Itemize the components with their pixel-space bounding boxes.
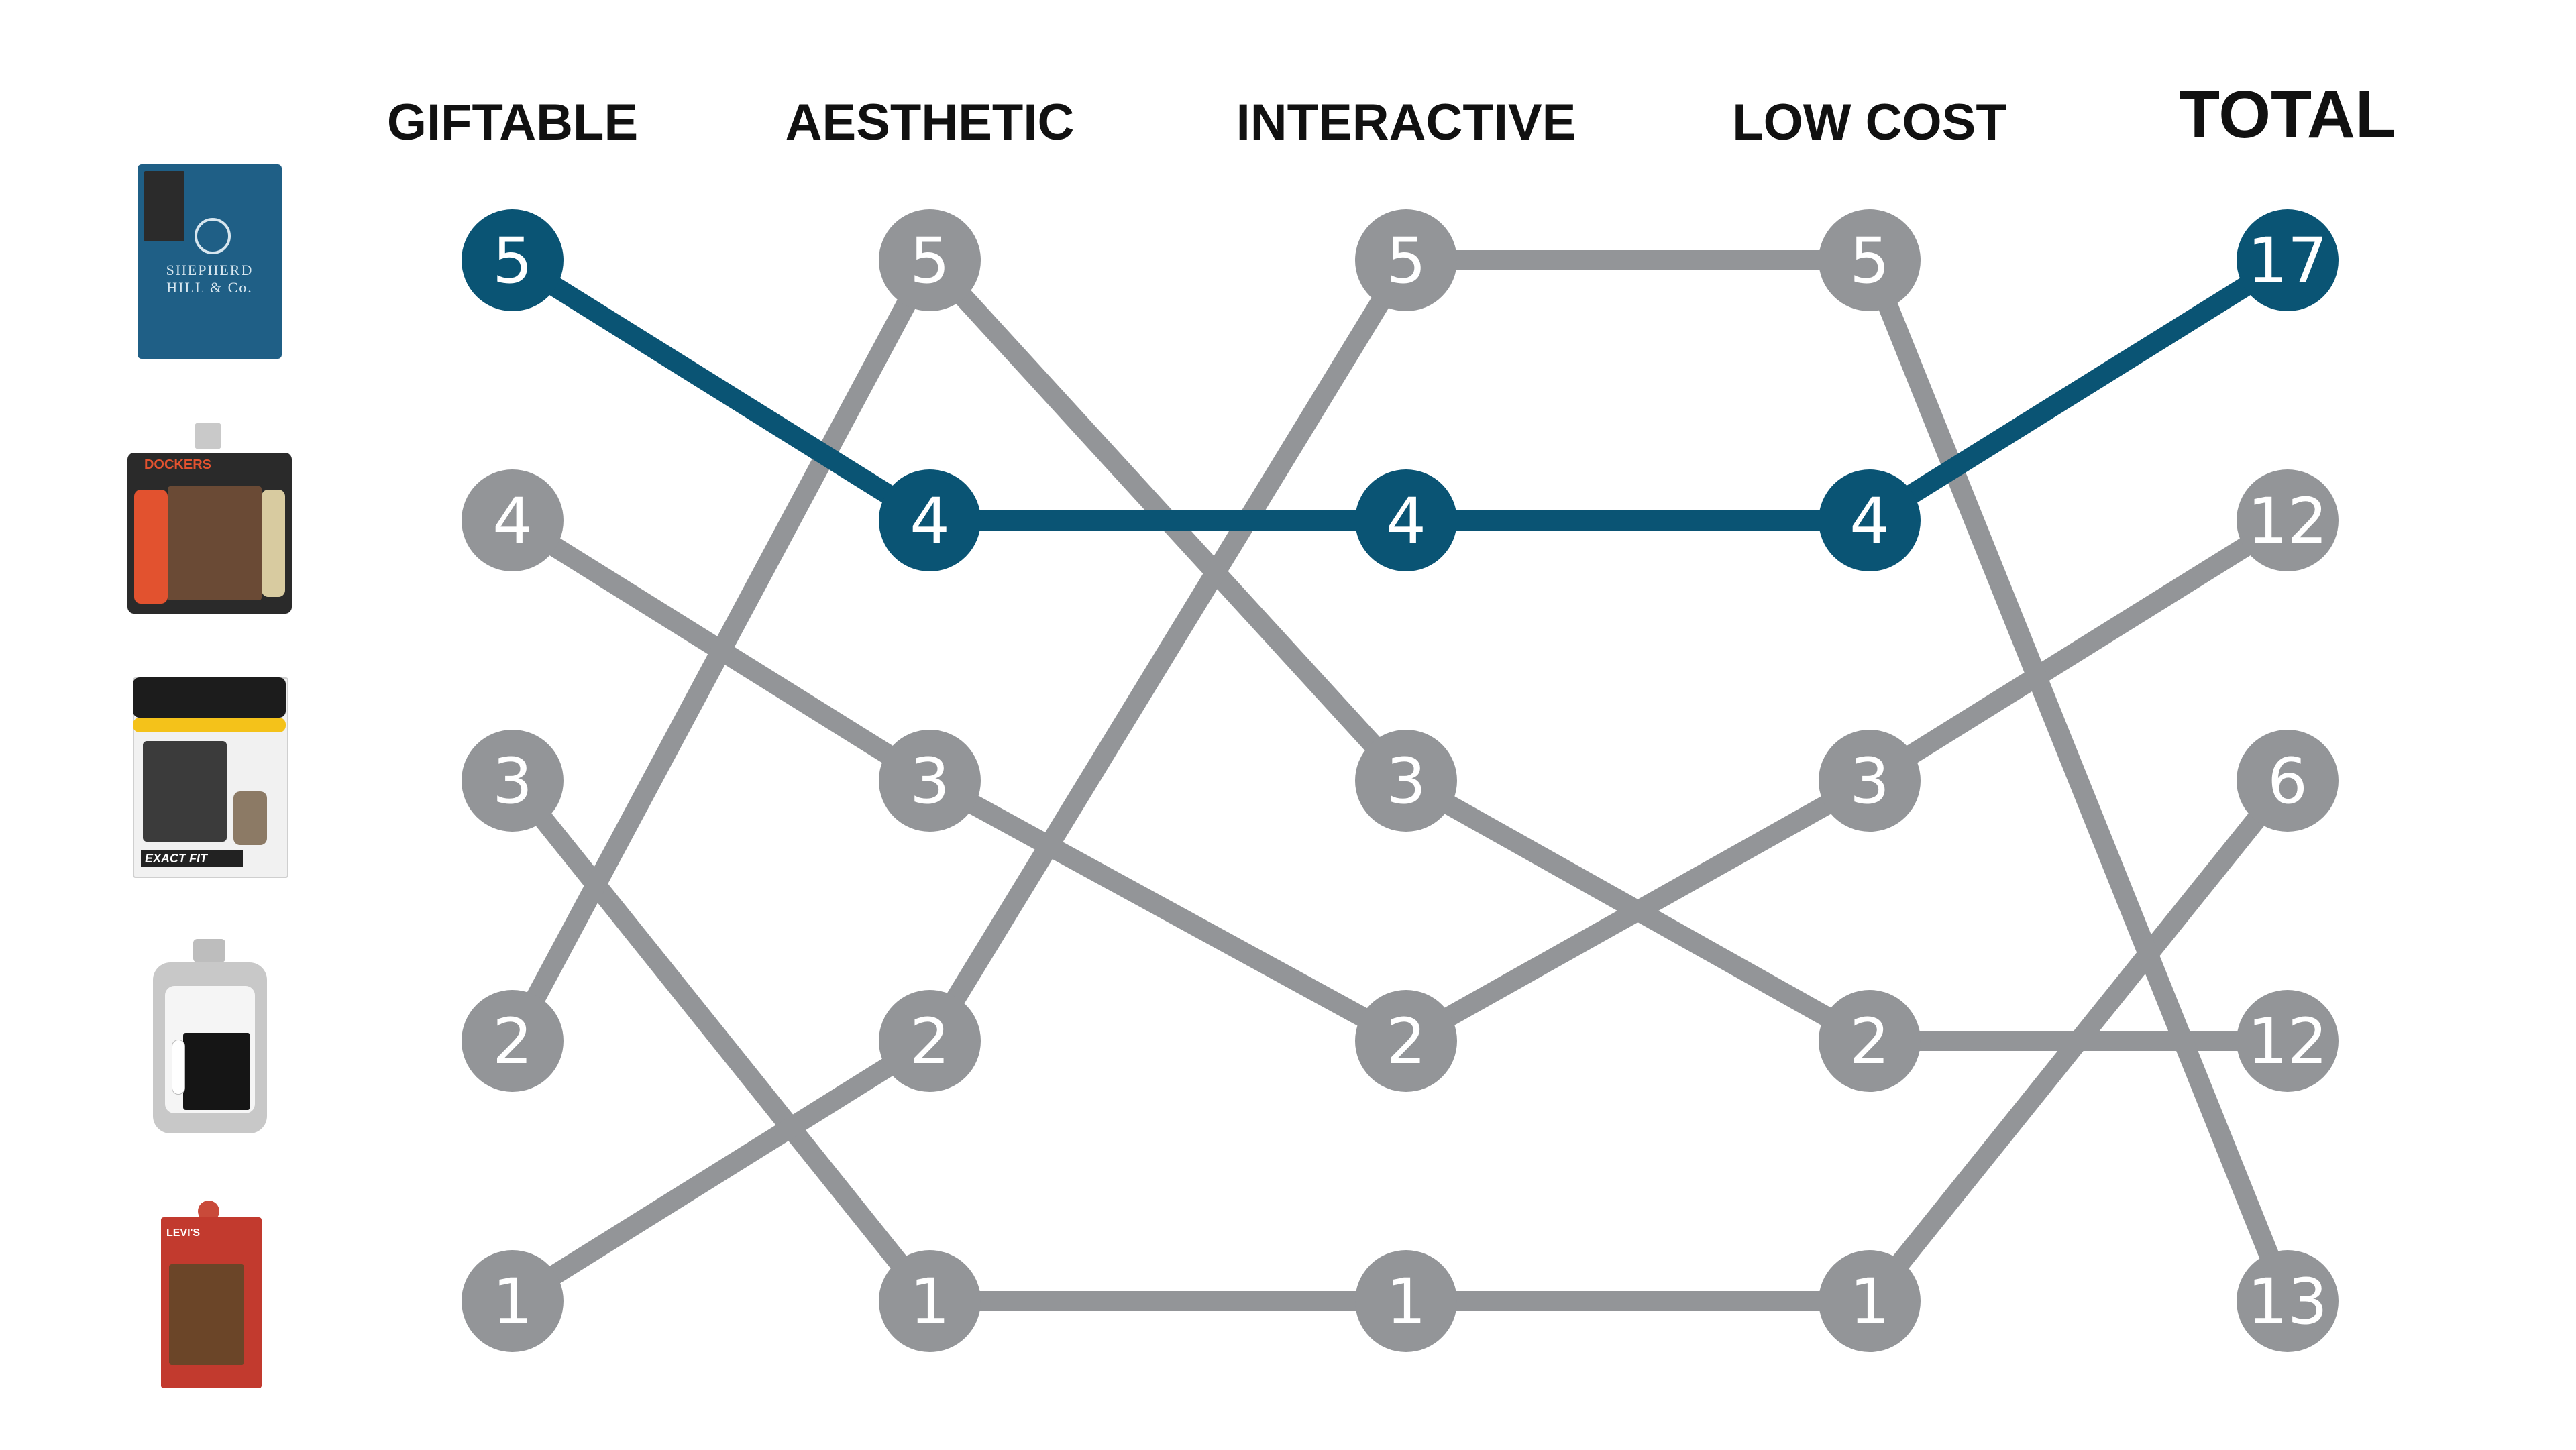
- product-brand-exact-fit: EXACT FIT: [141, 850, 243, 867]
- total-label: 12: [2247, 485, 2328, 558]
- score-label: 5: [1386, 225, 1426, 298]
- score-label: 3: [492, 745, 533, 818]
- score-node-aesthetic-1: [879, 1250, 981, 1352]
- score-node-aesthetic-5: [879, 209, 981, 311]
- score-node-giftable-5: [462, 209, 564, 311]
- score-label: 1: [1386, 1266, 1426, 1339]
- score-node-low-cost-4: [1819, 469, 1921, 571]
- product-image-dockers: DOCKERS: [127, 423, 292, 617]
- total-node-dockers-wallet: [2237, 469, 2339, 571]
- score-label: 2: [1849, 1005, 1890, 1078]
- score-label: 4: [910, 485, 950, 558]
- column-header-aesthetic: AESTHETIC: [786, 94, 1075, 151]
- column-header-total: TOTAL: [2179, 77, 2396, 152]
- score-node-low-cost-3: [1819, 730, 1921, 832]
- score-label: 2: [910, 1005, 950, 1078]
- score-node-interactive-2: [1355, 990, 1457, 1092]
- score-node-aesthetic-2: [879, 990, 981, 1092]
- score-node-low-cost-1: [1819, 1250, 1921, 1352]
- product-image-levis: LEVI'S: [161, 1201, 262, 1392]
- score-node-low-cost-5: [1819, 209, 1921, 311]
- product-brand-levis: LEVI'S: [166, 1227, 201, 1239]
- column-header-giftable: GIFTABLE: [387, 94, 638, 151]
- score-label: 3: [1849, 745, 1890, 818]
- product-brand-shepherd: SHEPHERD HILL & Co.: [166, 262, 254, 296]
- score-label: 4: [492, 485, 533, 558]
- score-label: 4: [1849, 485, 1890, 558]
- total-node-levis-wallet: [2237, 1250, 2339, 1352]
- score-node-interactive-4: [1355, 469, 1457, 571]
- total-node-shepherd-hill-wallet: [2237, 209, 2339, 311]
- hanger-hook-icon: [195, 423, 221, 449]
- total-label: 17: [2247, 225, 2328, 298]
- score-label: 2: [1386, 1005, 1426, 1078]
- score-node-aesthetic-3: [879, 730, 981, 832]
- score-node-giftable-3: [462, 730, 564, 832]
- total-label: 12: [2247, 1005, 2328, 1078]
- product-image-exact-fit: EXACT FIT: [133, 677, 288, 878]
- shepherd-logo-icon: [195, 218, 231, 254]
- score-label: 3: [910, 745, 950, 818]
- hanger-hook-icon: [193, 939, 225, 962]
- product-brand-dockers: DOCKERS: [144, 457, 211, 472]
- score-label: 1: [1849, 1266, 1890, 1339]
- score-label: 1: [910, 1266, 950, 1339]
- total-node-exact-fit-wallet: [2237, 730, 2339, 832]
- score-node-giftable-2: [462, 990, 564, 1092]
- product-image-shepherd-hill: SHEPHERD HILL & Co.: [138, 164, 282, 359]
- total-node-card-holder-wallet: [2237, 990, 2339, 1092]
- column-header-low-cost: LOW COST: [1732, 94, 2007, 151]
- total-label: 6: [2267, 745, 2308, 818]
- score-label: 2: [492, 1005, 533, 1078]
- score-label: 1: [492, 1266, 533, 1339]
- product-image-card-holder: [153, 939, 267, 1137]
- score-label: 5: [1849, 225, 1890, 298]
- score-node-interactive-3: [1355, 730, 1457, 832]
- score-node-interactive-1: [1355, 1250, 1457, 1352]
- score-label: 5: [492, 225, 533, 298]
- score-node-giftable-1: [462, 1250, 564, 1352]
- score-node-low-cost-2: [1819, 990, 1921, 1092]
- column-header-interactive: INTERACTIVE: [1236, 94, 1576, 151]
- column-headers: GIFTABLE AESTHETIC INTERACTIVE LOW COST TOTA…: [387, 77, 2396, 152]
- total-label: 13: [2247, 1266, 2328, 1339]
- score-node-aesthetic-4: [879, 469, 981, 571]
- score-node-giftable-4: [462, 469, 564, 571]
- score-nodes: 5 4 3 2 1 5 4 3 2 1 5 4 3 2 1 5 4 3 2 1 17 12 6 12 13: [462, 209, 2339, 1352]
- score-node-interactive-5: [1355, 209, 1457, 311]
- score-label: 5: [910, 225, 950, 298]
- score-label: 3: [1386, 745, 1426, 818]
- score-label: 4: [1386, 485, 1426, 558]
